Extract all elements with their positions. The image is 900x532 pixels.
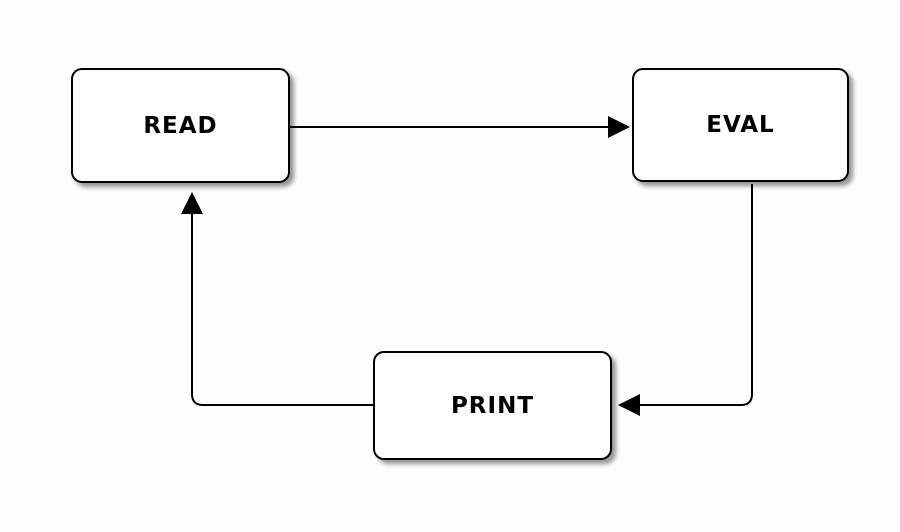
edge-read-to-eval xyxy=(290,116,630,138)
node-read: READ xyxy=(71,68,290,183)
node-eval-label: EVAL xyxy=(706,112,775,138)
edge-print-to-read xyxy=(181,192,373,406)
edge-eval-to-print xyxy=(618,184,753,416)
node-print-label: PRINT xyxy=(450,392,535,419)
node-read-label: READ xyxy=(143,112,218,139)
arrowhead-left-icon xyxy=(618,394,640,416)
arrowhead-right-icon xyxy=(608,116,630,138)
node-print: PRINT xyxy=(373,351,612,460)
node-eval: EVAL xyxy=(632,68,849,182)
arrowhead-up-icon xyxy=(181,192,203,214)
